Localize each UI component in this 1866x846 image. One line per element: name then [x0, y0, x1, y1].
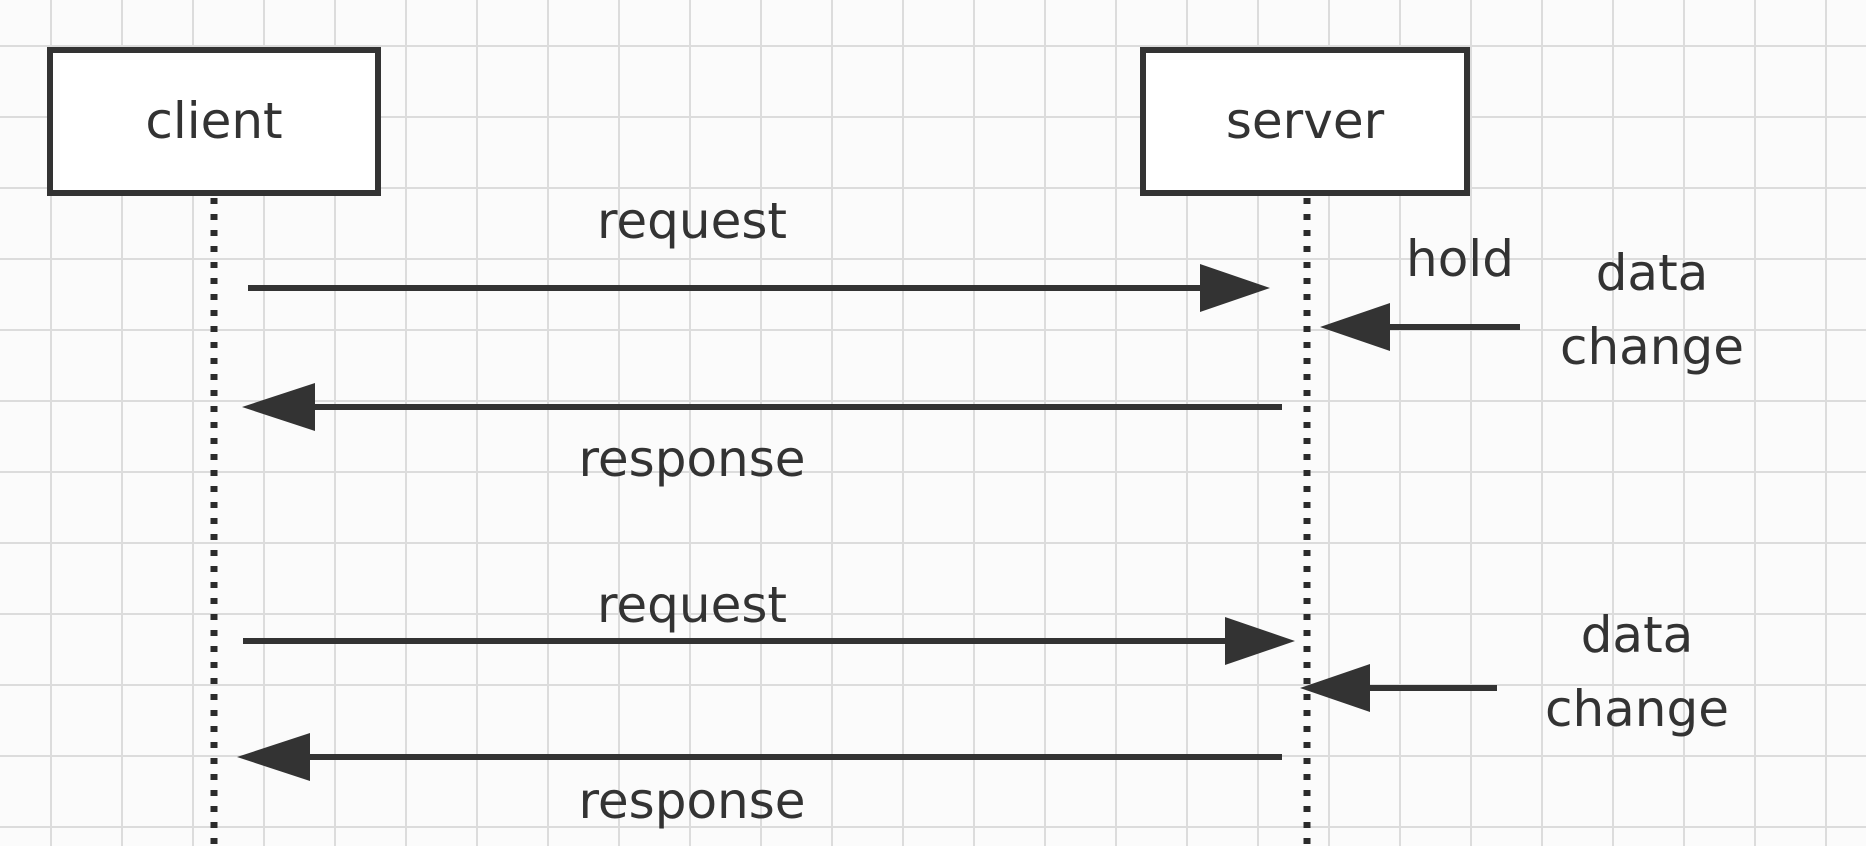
request-arrow-2-head	[1225, 617, 1295, 665]
request-arrow-1	[248, 264, 1270, 312]
client-participant: client	[47, 47, 381, 196]
response-arrow-2-head	[237, 733, 310, 781]
server-box	[1140, 47, 1470, 196]
server-participant: server	[1140, 47, 1470, 196]
request-label-2: request	[597, 576, 787, 634]
data-change-arrow-1	[1320, 303, 1520, 351]
client-label: client	[145, 92, 282, 150]
data-change-label-1-line1: data	[1596, 244, 1709, 302]
response-label-1: response	[578, 430, 805, 488]
data-change-label-1-line2: change	[1560, 318, 1744, 376]
data-change-arrow-2-head	[1300, 664, 1370, 712]
request-arrow-1-head	[1200, 264, 1270, 312]
response-arrow-1	[242, 383, 1282, 431]
response-arrow-2	[237, 733, 1282, 781]
hold-label: hold	[1406, 230, 1514, 288]
request-arrow-2	[243, 617, 1295, 665]
client-box	[47, 47, 381, 196]
request-label-1: request	[597, 192, 787, 250]
data-change-arrow-2	[1300, 664, 1497, 712]
response-label-2: response	[578, 772, 805, 830]
data-change-label-2-line1: data	[1581, 606, 1694, 664]
server-label: server	[1226, 92, 1385, 150]
response-arrow-1-head	[242, 383, 315, 431]
data-change-label-2-line2: change	[1545, 680, 1729, 738]
data-change-arrow-1-head	[1320, 303, 1390, 351]
